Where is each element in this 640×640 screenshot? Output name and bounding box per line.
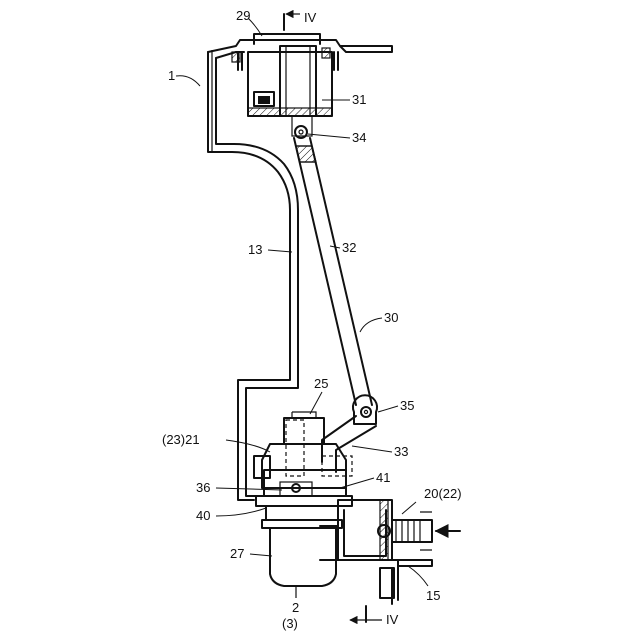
label-2: 2 [292, 600, 299, 615]
label-23-21: (23)21 [162, 432, 200, 447]
label-41: 41 [376, 470, 390, 485]
label-1: 1 [168, 68, 175, 83]
label-27: 27 [230, 546, 244, 561]
label-31: 31 [352, 92, 366, 107]
label-15: 15 [426, 588, 440, 603]
label-36: 36 [196, 480, 210, 495]
label-32: 32 [342, 240, 356, 255]
label-33: 33 [394, 444, 408, 459]
link-rod-30 [294, 138, 372, 405]
label-section-bottom: IV [386, 612, 399, 627]
label-25: 25 [314, 376, 328, 391]
section-marker-bottom [350, 606, 382, 622]
label-13: 13 [248, 242, 262, 257]
label-3: (3) [282, 616, 298, 631]
label-20-22: 20(22) [424, 486, 462, 501]
label-34: 34 [352, 130, 366, 145]
top-box-29 [248, 34, 332, 136]
section-marker-top [284, 14, 300, 30]
label-35: 35 [400, 398, 414, 413]
label-29: 29 [236, 8, 250, 23]
pivot-35 [353, 395, 377, 424]
label-section-top: IV [304, 10, 317, 25]
label-40: 40 [196, 508, 210, 523]
label-30: 30 [384, 310, 398, 325]
